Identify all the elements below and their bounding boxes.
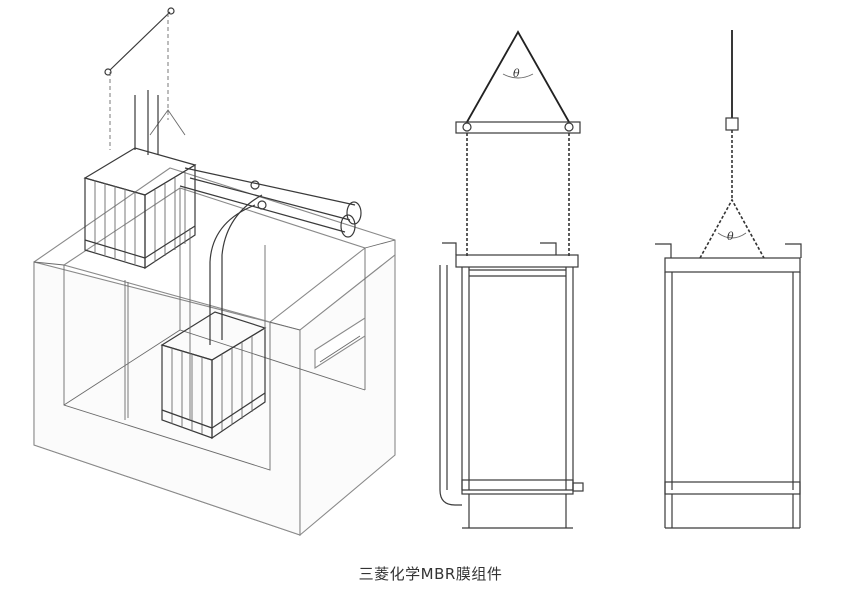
tank-block bbox=[33, 167, 396, 537]
lower-membrane-module bbox=[124, 194, 267, 440]
figure-caption: 三菱化学MBR膜组件 bbox=[358, 565, 503, 583]
front-lifting-view: θ bbox=[655, 30, 802, 529]
angle-theta-label-2: θ bbox=[727, 230, 734, 243]
lifting-sling bbox=[466, 30, 570, 123]
angle-theta-label: θ bbox=[513, 67, 520, 80]
upper-membrane-module bbox=[83, 90, 362, 270]
lifting-beam bbox=[104, 7, 186, 150]
side-lifting-view: θ bbox=[439, 30, 584, 529]
isometric-tank-view bbox=[33, 7, 396, 537]
shackle bbox=[725, 117, 739, 131]
